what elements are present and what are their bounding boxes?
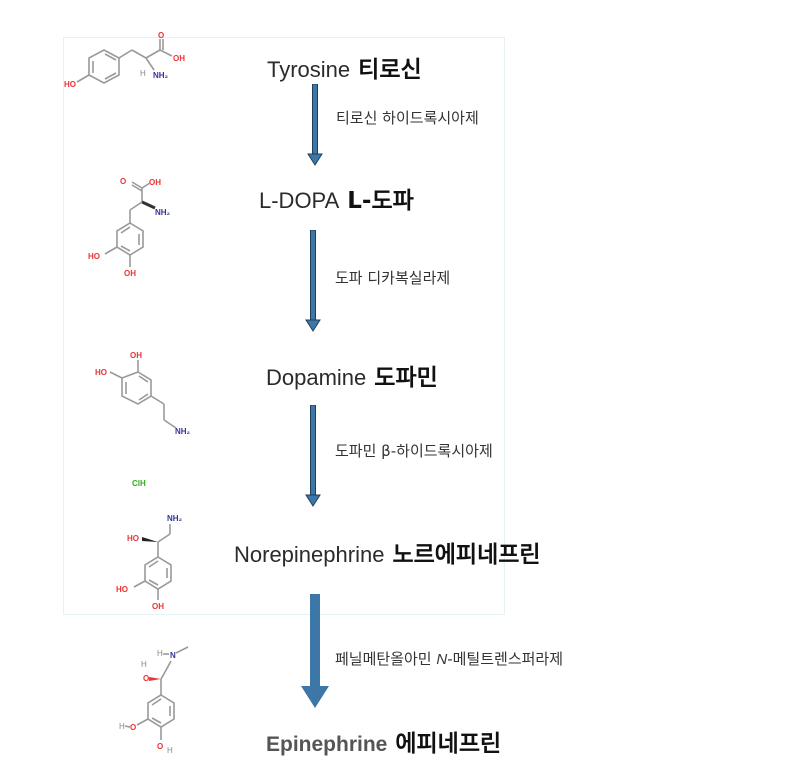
enzyme-label-prefix: 페닐메탄올아민 (335, 650, 437, 668)
enzyme-label-dopa-decarboxylase: 도파 디카복실라제 (335, 269, 451, 287)
svg-text:HO: HO (64, 80, 76, 89)
svg-text:OH: OH (130, 351, 142, 360)
tyrosine-structure: HO O OH NH₂ H (64, 30, 204, 100)
svg-text:NH₂: NH₂ (167, 514, 183, 523)
l-dopa-structure: O OH NH₂ HO OH (85, 175, 195, 285)
svg-text:OH: OH (124, 269, 136, 278)
svg-text:O: O (130, 723, 136, 732)
svg-text:H: H (140, 69, 146, 78)
structure-panel-frame (63, 37, 505, 615)
compound-name-ko: 노르에피네프린 (392, 542, 541, 568)
svg-text:N: N (170, 651, 176, 660)
compound-name-ko: 에피네프린 (395, 731, 502, 757)
dopamine-structure: OH HO NH₂ ClH (90, 350, 200, 490)
svg-text:H: H (141, 660, 147, 669)
enzyme-label-tyrosine-hydroxylase: 티로신 하이드록시아제 (336, 109, 479, 127)
arrow-down-icon (307, 84, 323, 166)
svg-text:O: O (143, 674, 149, 683)
compound-name-ko: 도파민 (374, 365, 438, 391)
svg-text:O: O (157, 742, 163, 751)
svg-text:H: H (167, 746, 173, 755)
compound-name-epinephrine: Epinephrine 에피네프린 (266, 724, 501, 758)
compound-name-en: Tyrosine (267, 57, 351, 82)
compound-name-norepinephrine: Norepinephrine 노르에피네프린 (234, 535, 541, 569)
svg-text:H: H (157, 649, 163, 658)
svg-text:ClH: ClH (132, 479, 146, 488)
arrow-down-icon (300, 594, 330, 708)
compound-name-ko: L-도파 (347, 188, 414, 214)
svg-text:HO: HO (116, 585, 128, 594)
svg-text:OH: OH (149, 178, 161, 187)
enzyme-label-dopamine-beta-hydroxylase: 도파민 β-하이드록시아제 (335, 442, 493, 460)
svg-text:HO: HO (127, 534, 139, 543)
svg-text:OH: OH (173, 54, 185, 63)
svg-text:O: O (120, 177, 126, 186)
compound-name-l-dopa: L-DOPA L-도파 (259, 181, 414, 215)
arrow-down-icon (305, 405, 321, 507)
enzyme-label-pnmt: 페닐메탄올아민 N-메틸트렌스퍼라제 (335, 648, 563, 669)
svg-text:NH₂: NH₂ (153, 71, 169, 80)
enzyme-label-suffix: -메틸트렌스퍼라제 (447, 650, 564, 668)
compound-name-en: Norepinephrine (234, 542, 385, 567)
svg-text:NH₂: NH₂ (175, 427, 191, 436)
svg-text:HO: HO (95, 368, 107, 377)
svg-text:OH: OH (152, 602, 164, 611)
compound-name-en: Dopamine (266, 365, 367, 390)
svg-text:HO: HO (88, 252, 100, 261)
svg-text:NH₂: NH₂ (155, 208, 171, 217)
enzyme-label-italic: N (436, 651, 448, 668)
compound-name-en: Epinephrine (266, 733, 388, 756)
svg-text:H: H (119, 722, 125, 731)
compound-name-en: L-DOPA (259, 188, 340, 213)
compound-name-dopamine: Dopamine 도파민 (266, 358, 438, 392)
epinephrine-structure: H N H O H O O H (105, 645, 205, 770)
compound-name-tyrosine: Tyrosine 티로신 (267, 50, 422, 84)
svg-text:O: O (158, 31, 164, 40)
arrow-down-icon (305, 230, 321, 332)
compound-name-ko: 티로신 (358, 57, 422, 83)
norepinephrine-structure: NH₂ HO HO OH (110, 512, 210, 612)
